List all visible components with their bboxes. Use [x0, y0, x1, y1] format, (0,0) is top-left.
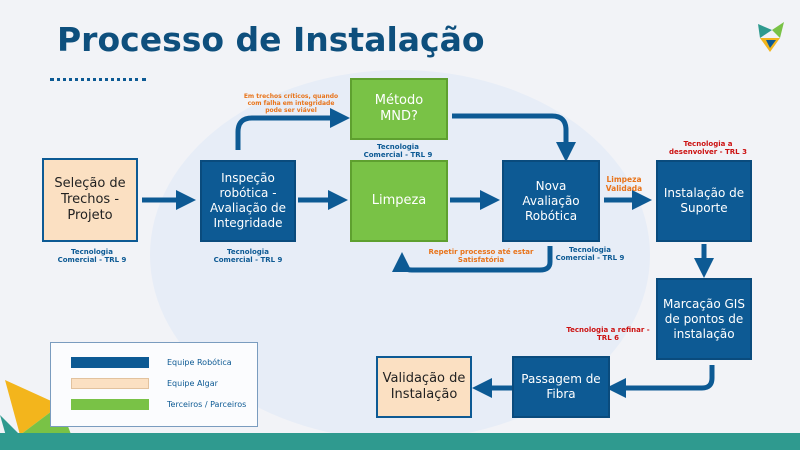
arrow-marcacao-passagem: [606, 365, 715, 398]
label-repetir: Repetir processo até estar Satisfatória: [428, 248, 534, 265]
brand-logo-icon: [758, 22, 784, 52]
label-desenvolver: Tecnologia a desenvolver - TRL 3: [669, 140, 747, 157]
box-passagem-text: Passagem de Fibra: [521, 372, 601, 401]
box-instalacao-suporte: Instalação de Suporte: [656, 160, 752, 242]
arrow-inspecao-metodo: [235, 108, 350, 150]
legend-row-terceiros: Terceiros / Parceiros: [71, 399, 246, 410]
label-trechos-criticos: Em trechos críticos, quando com falha em…: [243, 93, 339, 114]
box-selecao-trechos: Seleção de Trechos - Projeto: [42, 158, 138, 242]
legend-swatch-robotica: [71, 357, 149, 368]
legend-swatch-terceiros: [71, 399, 149, 410]
box-limpeza-text: Limpeza: [371, 192, 427, 208]
box-nova-avaliacao: Nova Avaliação Robótica: [502, 160, 600, 242]
legend-row-robotica: Equipe Robótica: [71, 357, 232, 368]
title-dotted-underline: [50, 78, 146, 81]
box-nova-text: Nova Avaliação Robótica: [522, 178, 580, 223]
label-selecao-trl: Tecnologia Comercial - TRL 9: [57, 248, 127, 265]
legend-swatch-algar: [71, 378, 149, 389]
legend: Equipe Robótica Equipe Algar Terceiros /…: [50, 342, 258, 427]
box-validacao-instalacao: Validação de Instalação: [376, 356, 472, 418]
page-title: Processo de Instalação: [57, 20, 485, 59]
box-inspecao-text: Inspeção robótica - Avaliação de Integri…: [209, 171, 287, 230]
arrow-repetir-limpeza: [392, 246, 553, 273]
box-metodo-text: Método MND?: [374, 92, 424, 124]
label-refinar: Tecnologia a refinar - TRL 6: [566, 326, 650, 343]
legend-label-robotica: Equipe Robótica: [167, 358, 232, 367]
box-marcacao-text: Marcação GIS de pontos de instalação: [663, 296, 745, 341]
box-metodo-mnd: Método MND?: [350, 78, 448, 140]
legend-label-terceiros: Terceiros / Parceiros: [167, 400, 247, 409]
box-limpeza: Limpeza: [350, 160, 448, 242]
label-nova-trl: Tecnologia Comercial - TRL 9: [555, 246, 625, 263]
box-selecao-text: Seleção de Trechos - Projeto: [54, 175, 126, 224]
box-passagem-fibra: Passagem de Fibra: [512, 356, 610, 418]
box-suporte-text: Instalação de Suporte: [663, 186, 745, 215]
label-limpeza-validada: Limpeza Validada: [605, 175, 643, 193]
box-validacao-text: Validação de Instalação: [382, 370, 466, 402]
arrow-metodo-nova: [452, 113, 576, 162]
legend-label-algar: Equipe Algar: [167, 379, 218, 388]
label-metodo-trl: Tecnologia Comercial - TRL 9: [363, 143, 433, 160]
box-inspecao-robotica: Inspeção robótica - Avaliação de Integri…: [200, 160, 296, 242]
label-inspecao-trl: Tecnologia Comercial - TRL 9: [213, 248, 283, 265]
bottom-bar: [0, 433, 800, 450]
legend-row-algar: Equipe Algar: [71, 378, 218, 389]
box-marcacao-gis: Marcação GIS de pontos de instalação: [656, 278, 752, 360]
